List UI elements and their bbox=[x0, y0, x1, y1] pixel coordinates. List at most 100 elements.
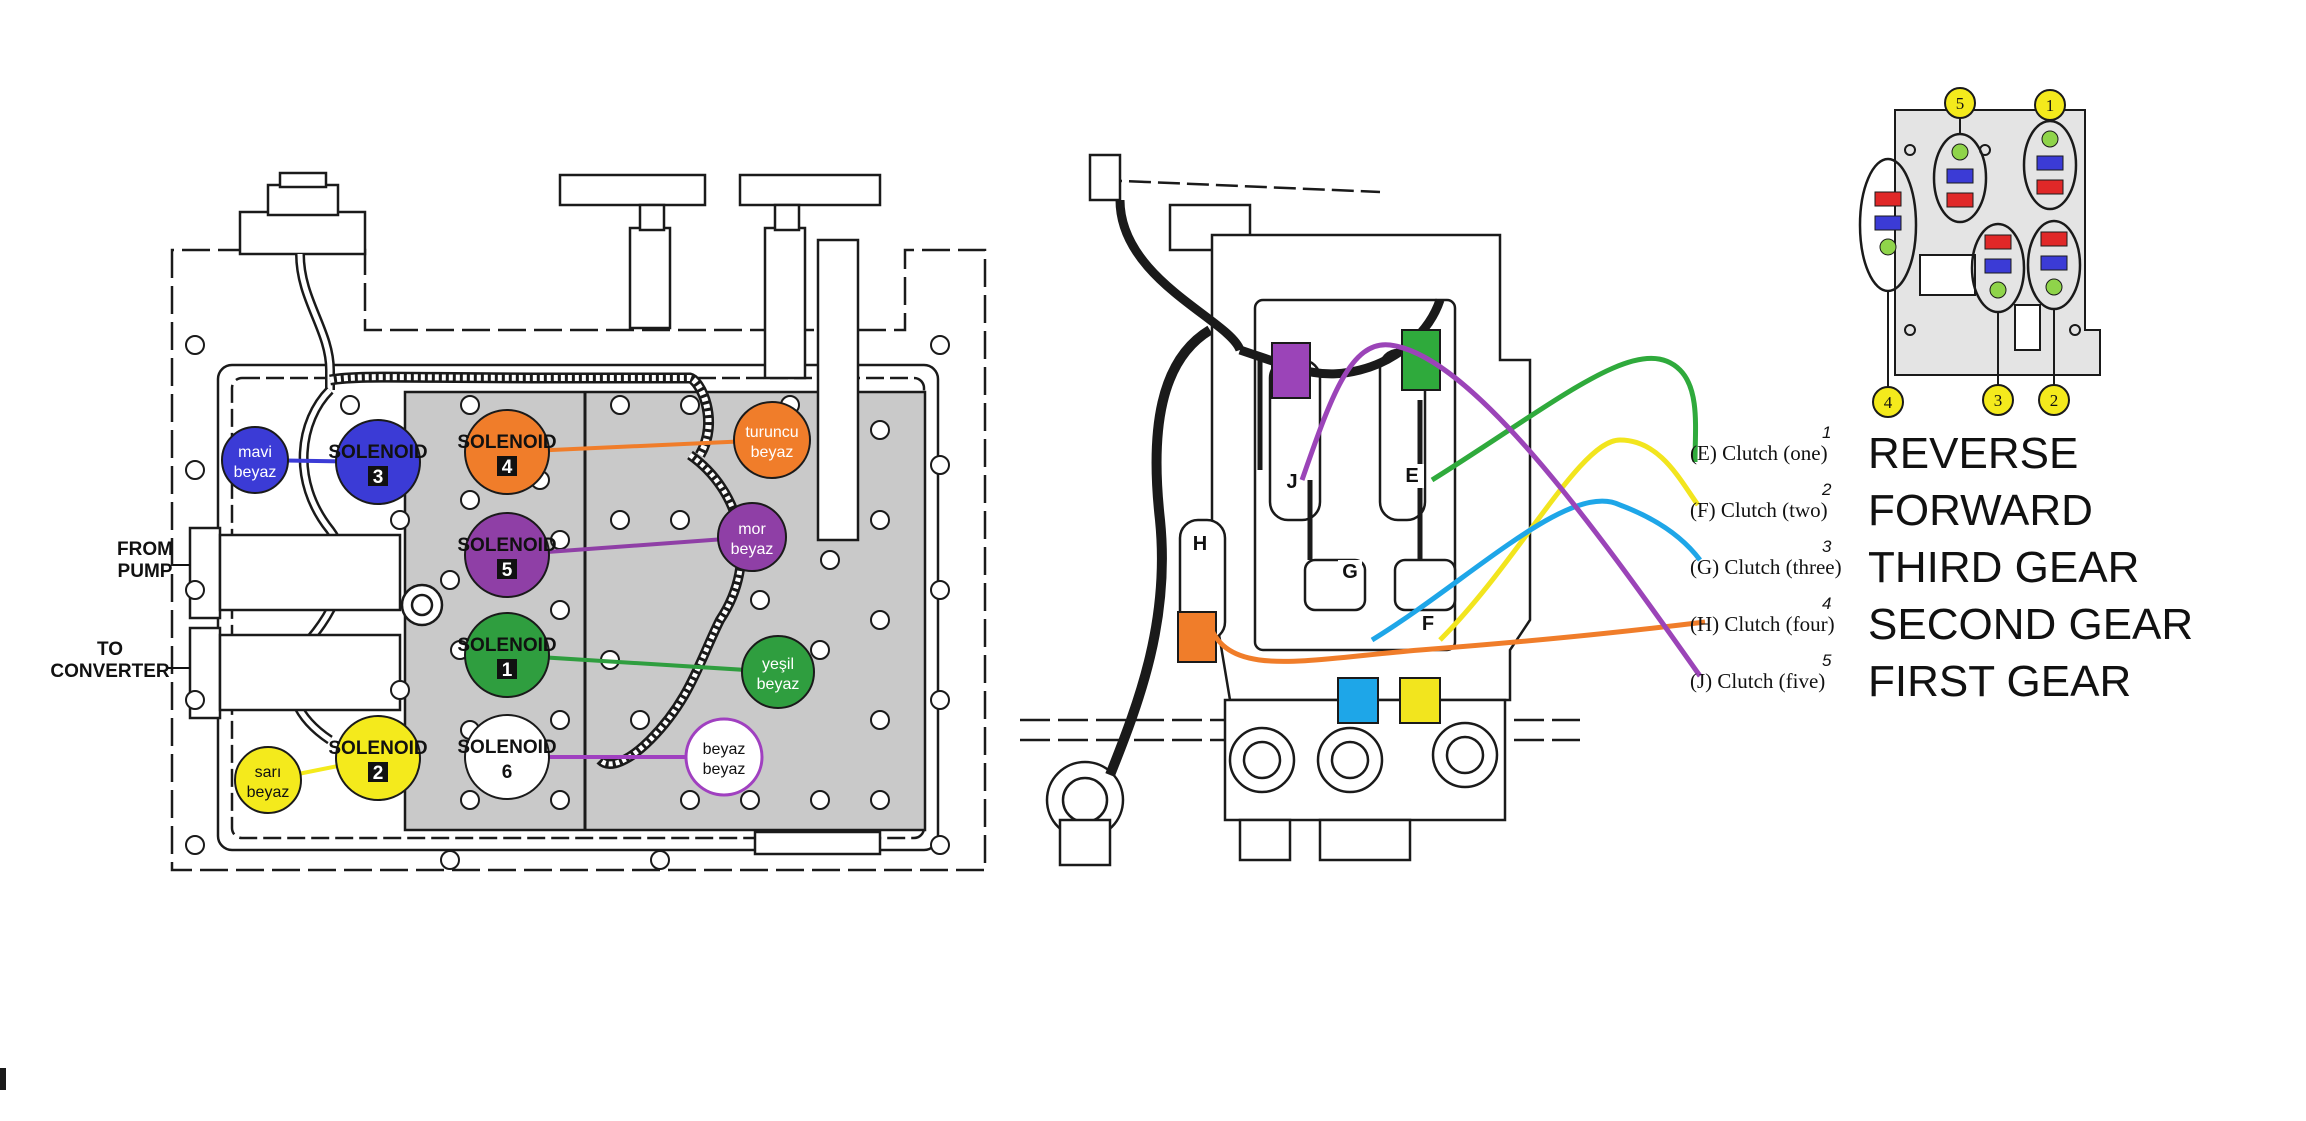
bolt bbox=[185, 460, 205, 480]
bolt bbox=[870, 420, 890, 440]
clutch-index: 3 bbox=[1822, 537, 1832, 556]
solenoid-wire-4 bbox=[506, 438, 773, 454]
connector-group-5: 5 bbox=[1932, 87, 1988, 224]
solenoid-g-block bbox=[1337, 677, 1379, 724]
wire-color-callout bbox=[717, 502, 787, 572]
solenoid-number: 1 bbox=[502, 660, 513, 681]
valve-letter-g: G bbox=[1342, 561, 1358, 583]
connector-callout-circle bbox=[1872, 386, 1904, 418]
curve-forward bbox=[1438, 437, 1701, 642]
solenoid-j-block bbox=[1271, 342, 1311, 399]
connector-group-1: 1 bbox=[2022, 89, 2078, 211]
bolt bbox=[930, 455, 950, 475]
solenoid-e-block bbox=[1401, 329, 1441, 391]
bolt bbox=[440, 850, 460, 870]
connector-callout-circle bbox=[1982, 384, 2014, 416]
wire-color-name: turuncu bbox=[745, 424, 798, 441]
clutch-index: 5 bbox=[1822, 651, 1832, 670]
bolt bbox=[810, 790, 830, 810]
solenoid-label: SOLENOID bbox=[328, 738, 427, 759]
pin-red bbox=[2036, 179, 2064, 195]
connector-callout-circle bbox=[1944, 87, 1976, 119]
bolt bbox=[550, 790, 570, 810]
connector-group-2: 2 bbox=[2026, 219, 2082, 416]
bolt bbox=[610, 510, 630, 530]
pin-green bbox=[2045, 278, 2063, 296]
connector-callout-number: 4 bbox=[1884, 393, 1893, 412]
bolt bbox=[670, 510, 690, 530]
clutch-id: (E) Clutch (one) bbox=[1690, 441, 1828, 465]
solenoid-number: 6 bbox=[502, 762, 513, 783]
pin-green bbox=[1989, 281, 2007, 299]
pin-green bbox=[1879, 238, 1897, 256]
solenoid-circle-2 bbox=[335, 715, 421, 801]
bolt bbox=[930, 335, 950, 355]
pin-green bbox=[1951, 143, 1969, 161]
pin-blue bbox=[1874, 215, 1902, 231]
solenoid-label: SOLENOID bbox=[457, 432, 556, 453]
solenoid-number: 2 bbox=[373, 763, 384, 784]
handle-right bbox=[738, 173, 882, 207]
wire-color-name: mor bbox=[738, 521, 766, 538]
wire-color-name: yeşil bbox=[762, 656, 794, 673]
connector-group-3: 3 bbox=[1970, 222, 2026, 416]
gear-name: SECOND GEAR bbox=[1868, 600, 2193, 649]
pin-blue bbox=[1946, 168, 1974, 184]
gear-name: FIRST GEAR bbox=[1868, 657, 2131, 706]
pressure-tap-2 bbox=[763, 226, 807, 380]
solenoid-label: SOLENOID bbox=[328, 442, 427, 463]
bolt bbox=[185, 580, 205, 600]
bolt bbox=[630, 710, 650, 730]
wire-color-sub: beyaz bbox=[234, 464, 277, 481]
curve-second-gear bbox=[1205, 619, 1706, 664]
bolt bbox=[550, 600, 570, 620]
bolt bbox=[340, 395, 360, 415]
solenoid-wire-1 bbox=[506, 653, 779, 674]
solenoid-circle-3 bbox=[335, 419, 421, 505]
solenoid-label: SOLENOID bbox=[457, 535, 556, 556]
clutch-connection-curves bbox=[1205, 342, 1706, 678]
pressure-tube bbox=[816, 238, 860, 542]
clutch-id: (F) Clutch (two) bbox=[1690, 498, 1828, 522]
valve-letter-h: H bbox=[1193, 533, 1207, 555]
bolt bbox=[610, 395, 630, 415]
bolt bbox=[740, 790, 760, 810]
wire-color-sub: beyaz bbox=[751, 444, 794, 461]
pin-green bbox=[2041, 130, 2059, 148]
solenoid-circle-4 bbox=[464, 409, 550, 495]
wire-color-callout bbox=[234, 746, 302, 814]
pin-blue bbox=[1984, 258, 2012, 274]
connector-callout-number: 2 bbox=[2050, 391, 2059, 410]
connector-callout-number: 3 bbox=[1994, 391, 2003, 410]
curve-reverse bbox=[1430, 356, 1699, 483]
pin-blue bbox=[2036, 155, 2064, 171]
bolt bbox=[650, 850, 670, 870]
harness-cable bbox=[1115, 199, 1245, 352]
wire-color-callout bbox=[221, 426, 289, 494]
bolt bbox=[870, 610, 890, 630]
connector-group-4: 4 bbox=[1858, 157, 1918, 418]
gear-name: FORWARD bbox=[1868, 486, 2093, 535]
pin-red bbox=[1946, 192, 1974, 208]
wire-color-callout bbox=[733, 401, 811, 479]
solenoid-circle-5 bbox=[464, 512, 550, 598]
wire-color-name: beyaz bbox=[703, 741, 746, 758]
gear-name: REVERSE bbox=[1868, 429, 2078, 478]
middle-solenoid-blocks bbox=[1177, 329, 1441, 724]
connector-groups: 5 1 4 3 2 bbox=[1858, 87, 2082, 418]
bolt bbox=[870, 710, 890, 730]
connector-callout-number: 5 bbox=[1956, 94, 1965, 113]
solenoid-layer: SOLENOID3mavibeyazSOLENOID4turuncubeyazS… bbox=[221, 401, 815, 814]
wire-color-sub: beyaz bbox=[703, 761, 746, 778]
bolt bbox=[870, 510, 890, 530]
electrical-connector-plug bbox=[266, 183, 340, 217]
wire-color-sub: beyaz bbox=[731, 541, 774, 558]
